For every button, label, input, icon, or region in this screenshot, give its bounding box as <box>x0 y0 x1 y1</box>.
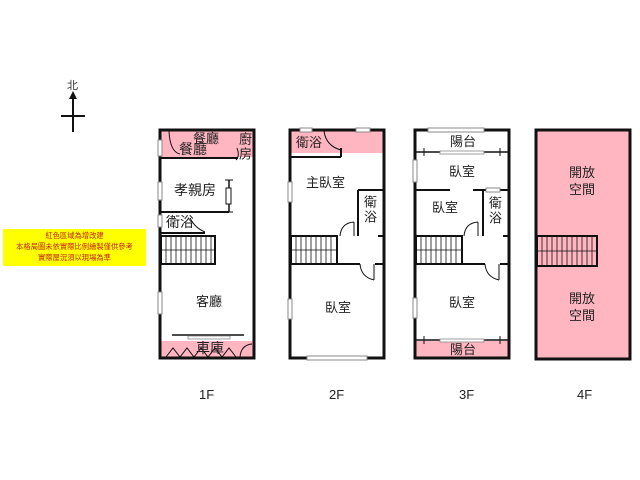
room-bedroom-mid-3f: 臥室 <box>432 201 459 216</box>
room-open-top-4f: 開放空間 <box>569 166 596 198</box>
room-bathroom-side-2f: 衛浴 <box>361 195 376 225</box>
room-balcony-bottom-3f: 陽台 <box>450 343 477 358</box>
floor-3f-plan <box>412 127 511 360</box>
north-label: 北 <box>67 79 78 92</box>
room-bathroom-1f: 衛浴 <box>166 215 194 231</box>
note-line-2: 本格局圖未依實際比例繪製僅供參考 <box>16 242 133 251</box>
note-line-1: 紅色區域為增改建 <box>45 231 104 240</box>
floor-label-3f: 3F <box>459 387 475 402</box>
room-kitchen: 廚房 <box>236 132 251 162</box>
room-open-bottom-4f: 開放空間 <box>569 292 596 324</box>
room-dining: 餐廳 <box>193 132 220 147</box>
north-arrow-icon <box>61 91 85 132</box>
room-garage: 車庫 <box>196 341 224 357</box>
room-bedroom-2f: 臥室 <box>325 301 352 316</box>
floor-2f-plan <box>287 127 386 361</box>
room-dining-alt: 餐廳 <box>179 142 207 158</box>
room-elder: 孝親房 <box>174 183 216 199</box>
floor-4f-plan <box>534 128 632 361</box>
floor-1f-plan <box>157 128 256 360</box>
room-bedroom-top-3f: 臥室 <box>449 165 476 180</box>
note-line-3: 實際屋況須以現場為準 <box>38 253 111 262</box>
floor-label-1f: 1F <box>199 387 215 402</box>
room-bathroom-3f: 衛浴 <box>486 196 501 226</box>
disclaimer-note: 紅色區域為增改建 本格局圖未依實際比例繪製僅供參考 實際屋況須以現場為準 <box>3 229 146 266</box>
room-bathroom-top-2f: 衛浴 <box>296 136 323 151</box>
room-balcony-top-3f: 陽台 <box>450 135 477 150</box>
floor-label-4f: 4F <box>577 387 593 402</box>
room-bedroom-bottom-3f: 臥室 <box>449 296 476 311</box>
room-living: 客廳 <box>196 295 223 310</box>
room-master-bedroom: 主臥室 <box>306 176 346 191</box>
floor-label-2f: 2F <box>329 387 345 402</box>
